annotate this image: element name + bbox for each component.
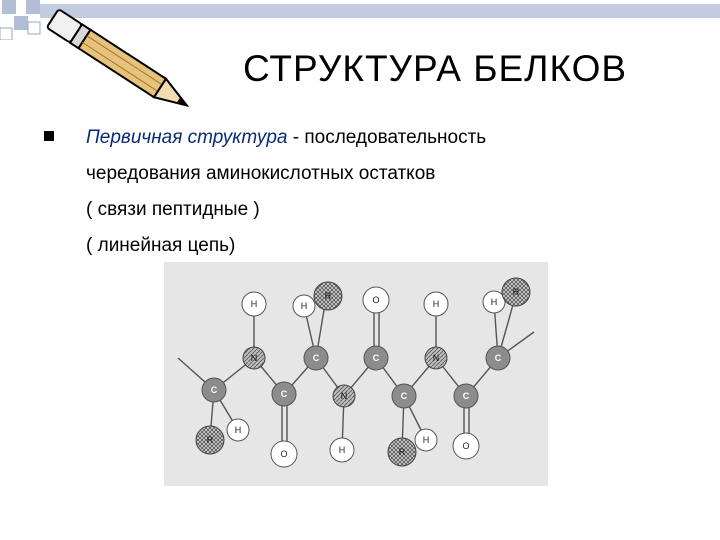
atom-label-h: H	[339, 445, 346, 455]
corner-decoration	[0, 0, 720, 40]
atom-label-n: N	[251, 353, 258, 363]
page-title: СТРУКТУРА БЕЛКОВ	[242, 48, 628, 89]
atom-label-n: N	[341, 391, 348, 401]
atom-label-o: O	[462, 441, 469, 451]
atom-label-h: H	[433, 299, 440, 309]
atom-label-r: R	[325, 291, 332, 301]
atom-label-h: H	[235, 425, 242, 435]
atom-label-h: H	[251, 299, 258, 309]
hydrogen-atoms	[226, 290, 506, 463]
atom-label-h: H	[491, 297, 498, 307]
carbon-atoms	[201, 345, 511, 409]
atom-label-h: H	[423, 435, 430, 445]
atom-label-o: O	[280, 449, 287, 459]
bullet-line-2: чередования аминокислотных остатков	[86, 163, 436, 184]
pencil-icon	[46, 9, 190, 108]
r-groups	[195, 277, 531, 467]
polypeptide-svg: H H H H H H H O O O R R R	[177, 277, 535, 468]
atom-label-h: H	[301, 301, 308, 311]
bullet-text: Первичная структура - последовательность…	[86, 120, 686, 264]
oxygen-atoms	[270, 286, 480, 468]
atom-label-r: R	[399, 447, 406, 457]
atom-label-n: N	[433, 353, 440, 363]
term-primary-structure: Первичная структура	[86, 127, 288, 148]
atom-label-r: R	[207, 435, 214, 445]
atom-label-c: C	[373, 353, 380, 363]
atom-label-c: C	[401, 391, 408, 401]
atom-label-c: C	[211, 385, 218, 395]
nitrogen-atoms	[242, 346, 448, 408]
bullet-line-4: ( линейная цепь)	[86, 235, 236, 256]
atom-label-o: O	[372, 295, 379, 305]
atom-label-c: C	[463, 391, 470, 401]
bullet-line-1: Первичная структура - последовательность	[86, 120, 686, 156]
bullet-square-icon	[44, 131, 54, 141]
polypeptide-diagram: H H H H H H H O O O R R R	[164, 262, 548, 486]
bullet-line-3: ( связи пептидные )	[86, 199, 260, 220]
atom-label-c: C	[313, 353, 320, 363]
atom-label-r: R	[513, 287, 520, 297]
definition-start: - последовательность	[287, 127, 487, 148]
atom-label-c: C	[281, 389, 288, 399]
atom-label-c: C	[495, 353, 502, 363]
